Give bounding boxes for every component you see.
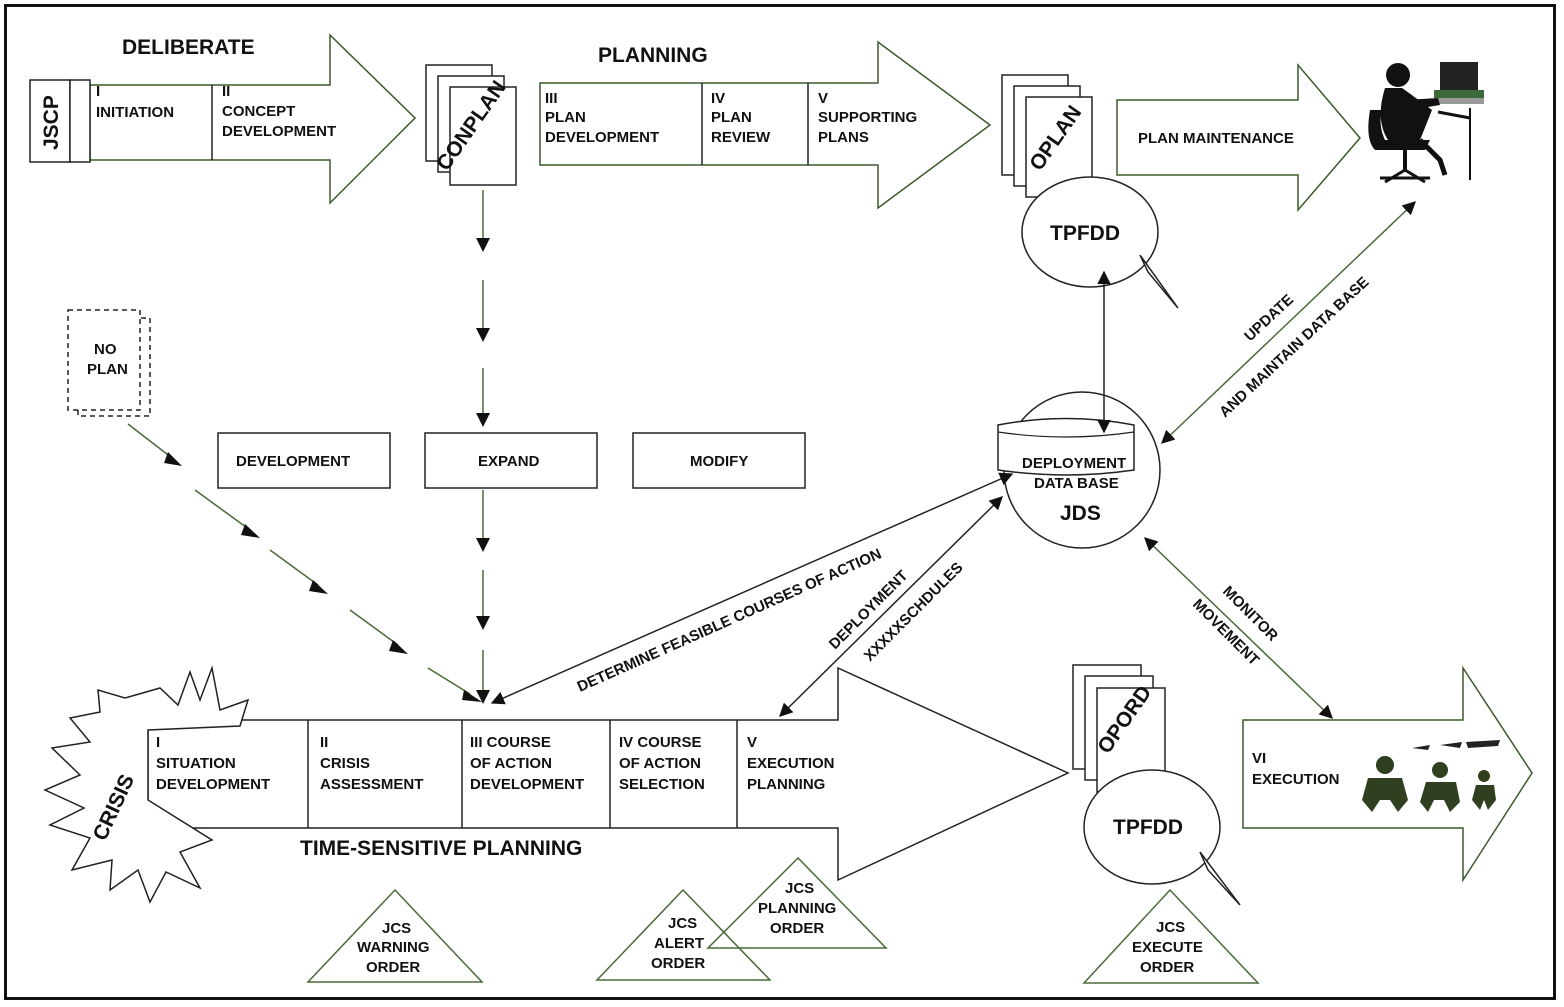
database-label-b: DATA BASE bbox=[1034, 475, 1119, 492]
ts-phase-1-b: DEVELOPMENT bbox=[156, 776, 270, 793]
development-box bbox=[217, 432, 391, 489]
deliberate-title: DELIBERATE bbox=[122, 36, 255, 59]
alert-order-c: ORDER bbox=[651, 955, 705, 972]
development-label: DEVELOPMENT bbox=[236, 453, 350, 470]
ts-phase-2-a: CRISIS bbox=[320, 755, 370, 772]
ts-phase-1-num: I bbox=[156, 734, 160, 751]
jscp-label: JSCP bbox=[40, 95, 63, 150]
ts-phase-4-a: IV COURSE bbox=[619, 734, 702, 751]
jscp-box-edge bbox=[69, 79, 91, 163]
ts-phase-5-a: EXECUTION bbox=[747, 755, 835, 772]
warning-order-triangle bbox=[306, 888, 484, 983]
phase-4-label-b: REVIEW bbox=[711, 129, 771, 146]
planning-title: PLANNING bbox=[598, 44, 708, 67]
execute-order-c: ORDER bbox=[1140, 959, 1194, 976]
phase-3-label-b: DEVELOPMENT bbox=[545, 129, 659, 146]
conplan-to-expand-arrows bbox=[476, 190, 490, 427]
time-sensitive-title: TIME-SENSITIVE PLANNING bbox=[300, 837, 582, 860]
execution-num: VI bbox=[1252, 750, 1266, 767]
execution-label: EXECUTION bbox=[1252, 771, 1340, 788]
expand-to-coa-arrows bbox=[476, 490, 490, 704]
ts-phase-4-b: OF ACTION bbox=[619, 755, 701, 772]
monitor-arrow bbox=[1144, 537, 1333, 719]
warning-order-a: JCS bbox=[382, 920, 411, 937]
no-plan-label-a: NO bbox=[94, 341, 117, 358]
tpfdd-bottom-label: TPFDD bbox=[1113, 816, 1183, 839]
planning-order-triangle bbox=[706, 856, 888, 949]
execution-arrow bbox=[1242, 665, 1533, 883]
database-cylinder-rim bbox=[997, 431, 1135, 438]
warning-order-c: ORDER bbox=[366, 959, 420, 976]
phase-2-num: II bbox=[222, 83, 230, 100]
phase-1-num: I bbox=[96, 83, 100, 100]
execute-order-a: JCS bbox=[1156, 919, 1185, 936]
plan-maintenance-arrow bbox=[1116, 62, 1361, 213]
troops-icon bbox=[1362, 740, 1500, 812]
phase-5-label-b: PLANS bbox=[818, 129, 869, 146]
alert-order-triangle bbox=[595, 888, 772, 981]
phase-3-label-a: PLAN bbox=[545, 109, 586, 126]
time-sensitive-arrow bbox=[147, 666, 1070, 882]
expand-label: EXPAND bbox=[478, 453, 540, 470]
tpfdd-top-label: TPFDD bbox=[1050, 222, 1120, 245]
phase-5-label-a: SUPPORTING bbox=[818, 109, 917, 126]
tpfdd-bubble-top bbox=[1021, 176, 1159, 288]
deliberate-arrow-1 bbox=[89, 33, 417, 205]
no-plan-doc bbox=[67, 309, 141, 411]
tpfdd-bubble-tail bbox=[1139, 254, 1179, 309]
execute-order-b: EXECUTE bbox=[1132, 939, 1203, 956]
deployment-arrow bbox=[779, 496, 1003, 717]
ts-phase-2-num: II bbox=[320, 734, 328, 751]
modify-label: MODIFY bbox=[690, 453, 748, 470]
deliberate-arrow-2 bbox=[539, 40, 992, 210]
ts-phase-3-a: III COURSE bbox=[470, 734, 551, 751]
database-label-a: DEPLOYMENT bbox=[1022, 455, 1126, 472]
phase-1-label: INITIATION bbox=[96, 104, 174, 121]
warning-order-b: WARNING bbox=[357, 939, 430, 956]
update-label-a: UPDATE bbox=[1241, 291, 1297, 345]
phase-4-num: IV bbox=[711, 90, 725, 107]
phase-2-label-a: CONCEPT bbox=[222, 103, 295, 120]
phase-3-num: III bbox=[545, 90, 558, 107]
database-label-c: JDS bbox=[1060, 502, 1101, 525]
conplan-doc-front bbox=[449, 86, 517, 186]
ts-phase-3-c: DEVELOPMENT bbox=[470, 776, 584, 793]
update-arrow bbox=[1161, 201, 1416, 444]
phase-4-label-a: PLAN bbox=[711, 109, 752, 126]
crisis-burst bbox=[43, 665, 250, 904]
ts-phase-5-num: V bbox=[747, 734, 757, 751]
update-label-b: AND MAINTAIN DATA BASE bbox=[1216, 274, 1372, 421]
planning-order-b: PLANNING bbox=[758, 900, 836, 917]
phase-5-num: V bbox=[818, 90, 828, 107]
planning-order-a: JCS bbox=[785, 880, 814, 897]
ts-phase-4-c: SELECTION bbox=[619, 776, 705, 793]
no-plan-label-b: PLAN bbox=[87, 361, 128, 378]
alert-order-a: JCS bbox=[668, 915, 697, 932]
no-plan-to-coa-arrows bbox=[127, 423, 482, 702]
alert-order-b: ALERT bbox=[654, 935, 704, 952]
ts-phase-3-b: OF ACTION bbox=[470, 755, 552, 772]
ts-phase-2-b: ASSESSMENT bbox=[320, 776, 423, 793]
planning-order-c: ORDER bbox=[770, 920, 824, 937]
tpfdd-bubble-bottom bbox=[1083, 769, 1221, 885]
tpfdd-bubble-tail bbox=[1199, 851, 1241, 906]
execute-order-triangle bbox=[1082, 888, 1260, 984]
computer-operator-icon bbox=[1368, 62, 1484, 184]
phase-2-label-b: DEVELOPMENT bbox=[222, 123, 336, 140]
ts-phase-1-a: SITUATION bbox=[156, 755, 236, 772]
ts-phase-5-b: PLANNING bbox=[747, 776, 825, 793]
plan-maintenance-label: PLAN MAINTENANCE bbox=[1138, 130, 1294, 147]
